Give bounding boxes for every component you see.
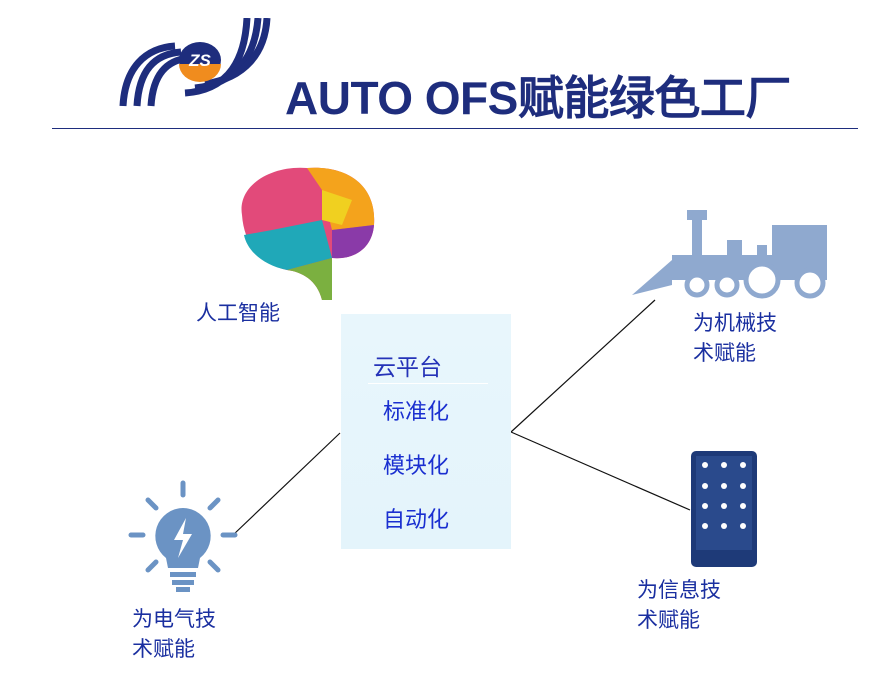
ai-label: 人工智能 — [196, 301, 280, 325]
mechanical-label: 为机械技 术赋能 — [693, 308, 777, 368]
cloud-item-standardization: 标准化 — [383, 400, 450, 425]
cloud-platform-box — [341, 314, 511, 549]
mechanical-label-line1: 为机械技 — [693, 311, 777, 335]
zs-logo: ZS — [119, 18, 271, 107]
mechanical-label-line2: 术赋能 — [693, 341, 756, 365]
information-label-line2: 术赋能 — [637, 608, 700, 632]
title-divider — [52, 128, 858, 129]
electrical-label-line2: 术赋能 — [132, 637, 195, 661]
lightbulb-icon — [128, 480, 238, 592]
cloud-item-automation: 自动化 — [383, 508, 450, 533]
cloud-platform-title: 云平台 — [373, 355, 442, 381]
smartphone-icon — [691, 451, 757, 567]
electrical-label: 为电气技 术赋能 — [132, 604, 216, 664]
page-title: AUTO OFS赋能绿色工厂 — [285, 72, 791, 124]
brain-icon — [241, 167, 375, 300]
electrical-label-line1: 为电气技 — [132, 607, 216, 631]
svg-text:ZS: ZS — [188, 51, 211, 70]
information-label-line1: 为信息技 — [637, 578, 721, 602]
cloud-divider — [368, 383, 488, 384]
train-icon — [632, 210, 827, 299]
information-label: 为信息技 术赋能 — [637, 575, 721, 635]
cloud-item-modularization: 模块化 — [383, 454, 450, 479]
